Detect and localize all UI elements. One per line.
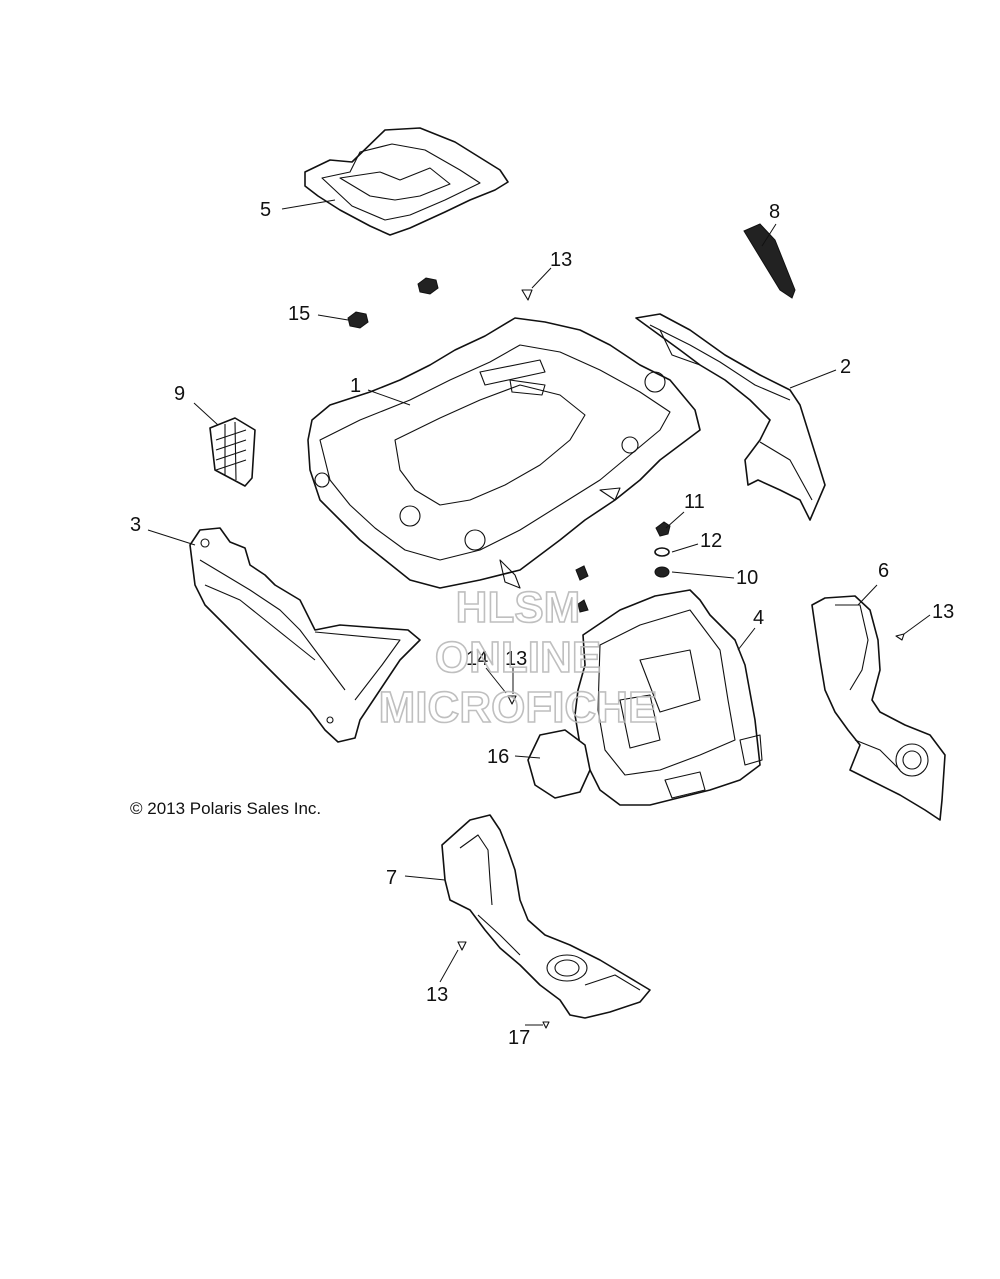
callout-17: 17 xyxy=(508,1027,530,1049)
callout-1: 1 xyxy=(350,375,361,397)
callout-7: 7 xyxy=(386,867,397,889)
part-15-grommets xyxy=(347,277,439,329)
callout-13: 13 xyxy=(550,249,572,271)
callout-13: 13 xyxy=(426,984,448,1006)
copyright-text: © 2013 Polaris Sales Inc. xyxy=(130,799,321,818)
part-2-side-panel xyxy=(635,313,826,521)
callout-14: 14 xyxy=(466,648,488,670)
callout-2: 2 xyxy=(840,356,851,378)
part-1-rear-rack xyxy=(307,317,701,589)
callout-10: 10 xyxy=(736,567,758,589)
callout-6: 6 xyxy=(878,560,889,582)
callout-15: 15 xyxy=(288,303,310,325)
part-13-screw-top xyxy=(521,289,533,301)
callout-13: 13 xyxy=(932,601,954,623)
part-5-cover xyxy=(304,127,509,236)
part-4-storage-box xyxy=(574,589,763,806)
callout-11: 11 xyxy=(684,491,705,513)
callout-8: 8 xyxy=(769,201,780,223)
part-7-fender xyxy=(441,814,651,1019)
callout-3: 3 xyxy=(130,514,141,536)
part-9-grille xyxy=(209,417,256,487)
part-3-side-panel xyxy=(189,527,421,743)
callout-12: 12 xyxy=(700,530,722,552)
leader-lines xyxy=(147,199,931,1026)
callout-numbers: 5 8 13 15 1 2 9 3 11 12 10 4 6 13 14 13 … xyxy=(130,199,954,1049)
callout-13: 13 xyxy=(505,648,527,670)
watermark-line-2: ONLINE xyxy=(435,633,601,682)
part-11-12-10-hardware xyxy=(575,521,671,613)
part-16-label xyxy=(527,729,591,799)
watermark-line-1: HLSM xyxy=(456,583,581,632)
callout-5: 5 xyxy=(260,199,271,221)
watermark: HLSM ONLINE MICROFICHE xyxy=(378,582,658,733)
watermark-line-3: MICROFICHE xyxy=(379,683,658,732)
callout-9: 9 xyxy=(174,383,185,405)
part-13-screws xyxy=(457,633,905,1029)
callout-4: 4 xyxy=(753,607,764,629)
part-8-plate xyxy=(743,223,796,299)
part-6-fender xyxy=(811,595,946,821)
callout-16: 16 xyxy=(487,746,509,768)
